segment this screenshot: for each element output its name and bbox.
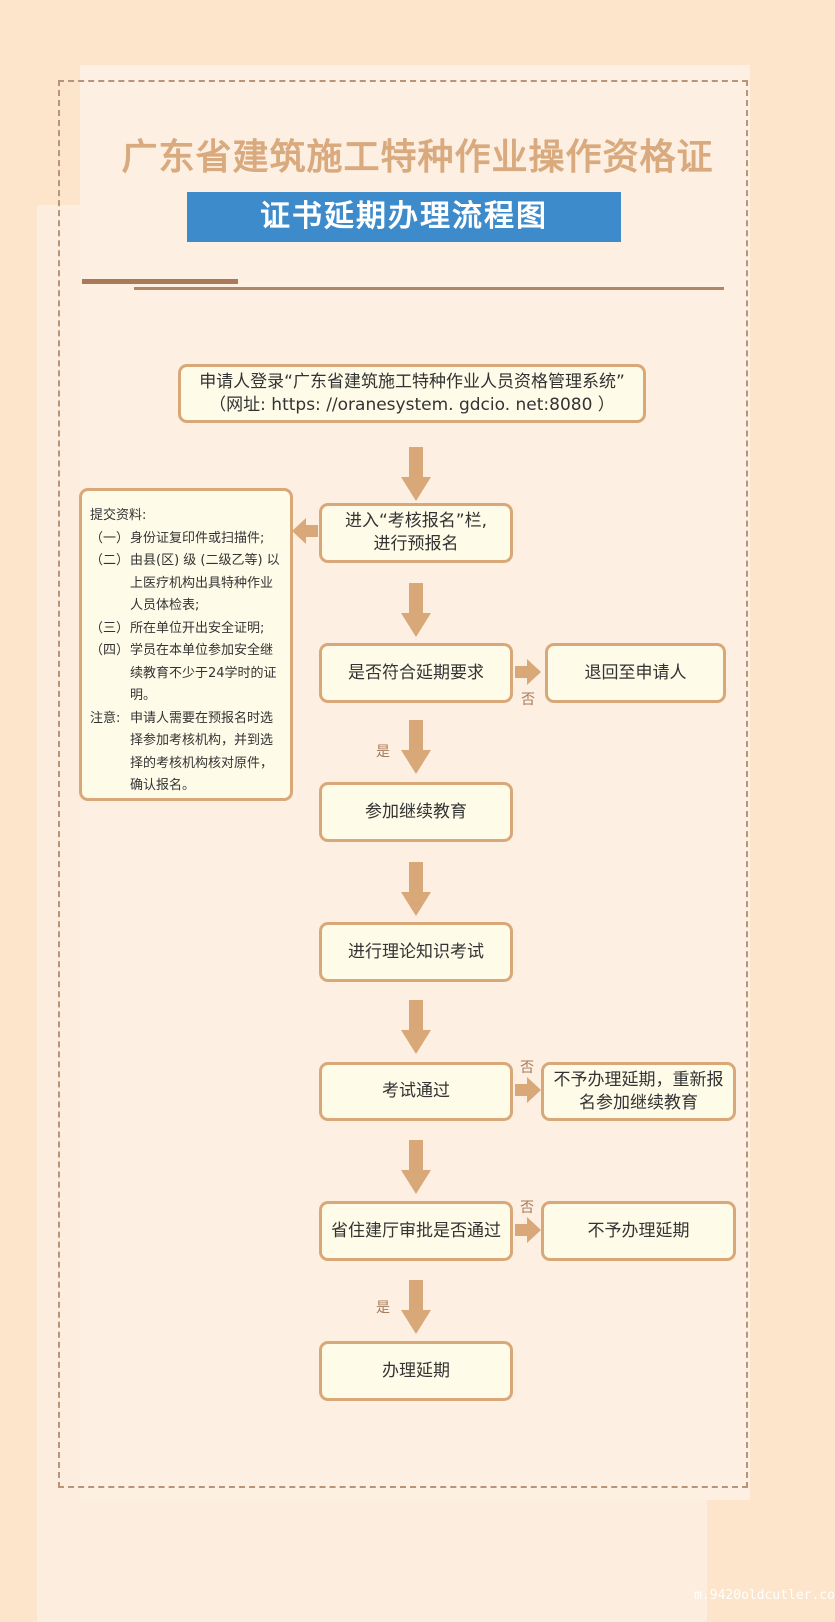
- item-text: 由县(区) 级 (二级乙等) 以上医疗机构出具特种作业人员体检表;: [130, 553, 280, 613]
- item-key: （四）: [90, 643, 130, 658]
- item-key: （二）: [90, 553, 130, 568]
- approval-fail-result: 不予办理延期: [541, 1201, 736, 1261]
- step-text: 进行预报名: [373, 534, 459, 554]
- divider: [82, 279, 238, 284]
- arrow-left-icon: [292, 518, 318, 544]
- arrow-right-icon: [515, 1217, 541, 1243]
- subtitle-banner: 证书延期办理流程图: [187, 192, 621, 242]
- exam-fail-result: 不予办理延期，重新报 名参加继续教育: [541, 1062, 736, 1121]
- result-text: 名参加继续教育: [579, 1092, 698, 1113]
- login-url: （网址: https: //oranesystem. gdcio. net:80…: [209, 394, 615, 415]
- materials-note: 注意: 申请人需要在预报名时选择参加考核机构，并到选择的考核机构核对原件，确认报名…: [90, 708, 284, 798]
- item-text: 身份证复印件或扫描件;: [130, 530, 265, 546]
- arrow-down-icon: [401, 720, 431, 774]
- continue-education-step: 参加继续教育: [319, 782, 513, 842]
- arrow-right-icon: [515, 1077, 541, 1103]
- exam-passed-check: 考试通过: [319, 1062, 513, 1121]
- result-text: 不予办理延期，重新报: [553, 1069, 724, 1090]
- arrow-down-icon: [401, 1000, 431, 1054]
- item-text: 所在单位开出安全证明;: [130, 620, 265, 636]
- materials-box: 提交资料: （一）身份证复印件或扫描件; （二）由县(区) 级 (二级乙等) 以…: [79, 488, 293, 801]
- page-title: 广东省建筑施工特种作业操作资格证: [121, 137, 714, 178]
- divider: [134, 287, 724, 290]
- note-key: 注意:: [90, 710, 121, 726]
- no-label: 否: [520, 1200, 534, 1216]
- arrow-down-icon: [401, 862, 431, 916]
- enter-registration-step: 进入“考核报名”栏, 进行预报名: [319, 503, 513, 563]
- yes-label: 是: [376, 1300, 390, 1316]
- login-step: 申请人登录“广东省建筑施工特种作业人员资格管理系统” （网址: https: /…: [178, 364, 646, 423]
- watermark: m.9420oldcutler.co: [694, 1588, 835, 1603]
- materials-heading: 提交资料:: [90, 508, 147, 523]
- materials-item: （四）学员在本单位参加安全继续教育不少于24学时的证明。: [90, 640, 284, 708]
- login-text: 申请人登录“广东省建筑施工特种作业人员资格管理系统”: [199, 371, 625, 392]
- materials-item: （二）由县(区) 级 (二级乙等) 以上医疗机构出具特种作业人员体检表;: [90, 550, 284, 618]
- item-key: （三）: [90, 620, 130, 636]
- item-text: 学员在本单位参加安全继续教育不少于24学时的证明。: [130, 643, 277, 703]
- no-label: 否: [521, 692, 535, 708]
- materials-item: （一）身份证复印件或扫描件;: [90, 528, 284, 551]
- theory-exam-step: 进行理论知识考试: [319, 922, 513, 982]
- arrow-right-icon: [515, 659, 541, 685]
- arrow-down-icon: [401, 1140, 431, 1194]
- arrow-down-icon: [401, 447, 431, 501]
- yes-label: 是: [376, 744, 390, 760]
- arrow-down-icon: [401, 583, 431, 637]
- extend-step: 办理延期: [319, 1341, 513, 1401]
- return-applicant: 退回至申请人: [545, 643, 726, 703]
- no-label: 否: [520, 1060, 534, 1076]
- requirement-check: 是否符合延期要求: [319, 643, 513, 703]
- step-text: 进入“考核报名”栏,: [344, 511, 488, 532]
- item-key: （一）: [90, 530, 130, 546]
- dashed-frame: [58, 80, 748, 1488]
- note-text: 申请人需要在预报名时选择参加考核机构，并到选择的考核机构核对原件，确认报名。: [130, 710, 274, 794]
- approval-check: 省住建厅审批是否通过: [319, 1201, 513, 1261]
- materials-item: （三）所在单位开出安全证明;: [90, 618, 284, 641]
- arrow-down-icon: [401, 1280, 431, 1334]
